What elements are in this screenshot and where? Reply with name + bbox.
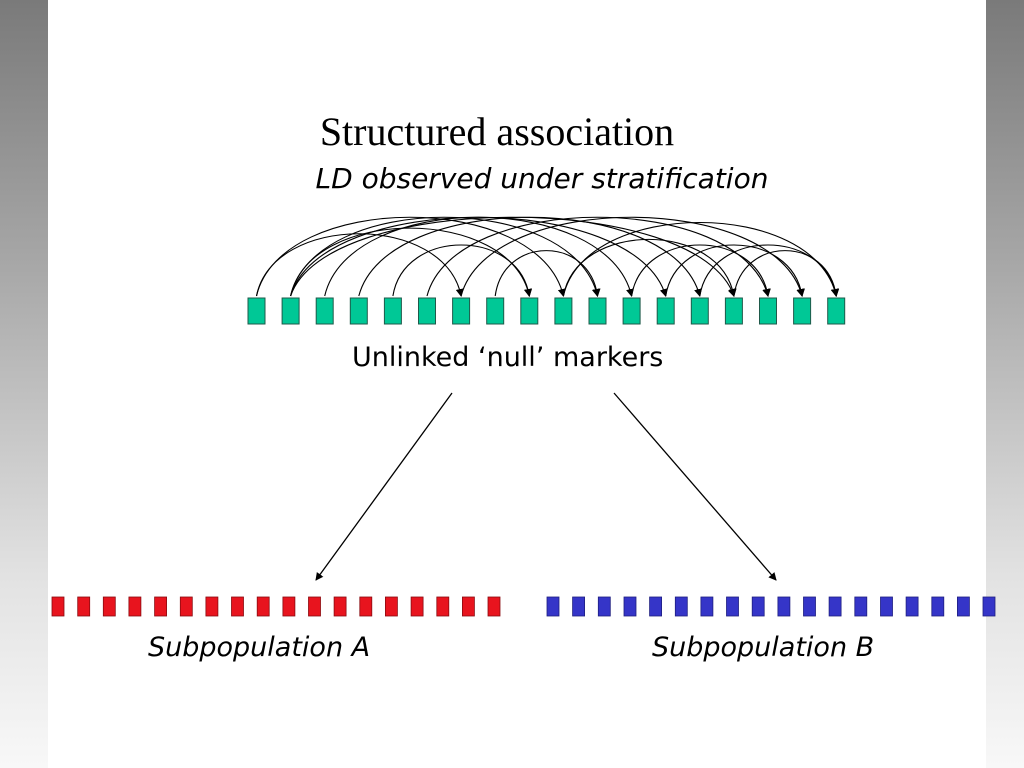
- null-markers-label: Unlinked ‘null’ markers: [352, 342, 664, 373]
- subpopulation-b-marker: [751, 596, 765, 617]
- subpopulation-b-marker: [931, 596, 945, 617]
- subpopulation-b-marker: [726, 596, 739, 617]
- null-marker: [349, 297, 368, 325]
- null-marker: [759, 297, 777, 325]
- arrow-to-subpopulation-a: [315, 392, 453, 581]
- ld-arcs: [255, 216, 840, 297]
- arrow-to-subpopulation-b: [613, 392, 777, 581]
- subpopulation-a-marker: [333, 596, 347, 617]
- ld-arc: [255, 216, 566, 297]
- null-marker: [383, 297, 402, 325]
- subpopulation-b-marker: [905, 596, 919, 617]
- ld-arc: [733, 250, 840, 297]
- null-marker: [793, 297, 812, 325]
- null-marker: [690, 297, 709, 325]
- null-marker: [247, 297, 266, 325]
- null-marker: [315, 297, 334, 325]
- subpopulation-a-marker: [359, 596, 373, 617]
- subpopulation-b-marker: [803, 596, 816, 617]
- null-marker: [588, 297, 607, 325]
- slide-title-text: Structured association: [319, 109, 675, 154]
- subpopulation-a-marker: [308, 596, 321, 617]
- subpopulation-a-marker: [282, 596, 296, 617]
- null-marker: [724, 297, 743, 325]
- subpopulation-b-marker-row: [546, 596, 996, 617]
- subpopulation-b-marker: [880, 596, 893, 617]
- subpopulation-b-marker: [597, 596, 611, 617]
- ld-arc: [665, 244, 805, 297]
- null-marker: [281, 297, 300, 325]
- ld-arc: [426, 216, 771, 297]
- ld-arc: [392, 244, 533, 297]
- subpopulation-a-marker: [102, 596, 116, 617]
- null-marker: [452, 297, 471, 325]
- subpopulation-b-marker: [854, 596, 868, 617]
- null-marker: [554, 297, 573, 325]
- ld-arc: [324, 216, 634, 297]
- subpopulation-b-marker: [957, 596, 970, 617]
- slide-canvas: [48, 0, 986, 768]
- null-marker: [486, 297, 505, 325]
- subpopulation-b-marker: [649, 596, 662, 617]
- subpopulation-b-label: Subpopulation B: [652, 632, 875, 663]
- subpopulation-a-marker: [410, 596, 424, 617]
- ld-arc: [631, 244, 771, 297]
- subpopulation-a-marker: [436, 596, 450, 617]
- ld-arc: [290, 216, 600, 297]
- subpopulation-b-marker: [828, 596, 842, 617]
- subpopulation-a-marker: [179, 596, 193, 617]
- null-marker: [622, 297, 641, 325]
- ld-arc: [358, 216, 702, 297]
- subpopulation-a-marker: [231, 596, 244, 617]
- subpopulation-b-marker: [700, 596, 714, 617]
- subpopulation-a-marker: [384, 596, 398, 617]
- subpopulation-a-marker-row: [51, 596, 501, 617]
- null-marker: [827, 297, 846, 325]
- ld-arc: [290, 216, 736, 297]
- null-marker: [520, 297, 539, 325]
- ld-arc: [699, 244, 840, 297]
- slide-subtitle: LD observed under stratification: [0, 162, 1024, 195]
- slide-title: Structured association: [0, 108, 1024, 155]
- subpopulation-b-marker: [777, 596, 791, 617]
- null-marker-row: [247, 297, 846, 325]
- slide-subtitle-text: LD observed under stratification: [315, 162, 769, 195]
- subpopulation-b-marker: [982, 596, 996, 617]
- subpopulation-a-marker: [205, 596, 219, 617]
- subpopulation-b-marker: [674, 596, 688, 617]
- subpopulation-b-marker: [546, 596, 560, 617]
- subpopulation-a-marker: [461, 596, 475, 617]
- null-marker: [656, 297, 675, 325]
- subpopulation-a-marker: [256, 596, 270, 617]
- null-marker: [418, 297, 436, 325]
- ld-arc: [290, 216, 668, 297]
- subpopulation-a-marker: [51, 596, 65, 617]
- ld-arc: [460, 216, 805, 297]
- subpopulation-b-marker: [623, 596, 637, 617]
- subpopulation-a-marker: [154, 596, 168, 617]
- subpopulation-a-marker: [128, 596, 142, 617]
- left-gradient-border: [0, 0, 48, 768]
- ld-arc: [494, 250, 601, 297]
- subpopulation-a-marker: [77, 596, 91, 617]
- right-gradient-border: [986, 0, 1024, 768]
- subpopulation-a-label: Subpopulation A: [148, 632, 371, 663]
- subpopulation-b-marker: [572, 596, 585, 617]
- ld-arc: [290, 227, 532, 297]
- subpopulation-a-marker: [487, 596, 501, 617]
